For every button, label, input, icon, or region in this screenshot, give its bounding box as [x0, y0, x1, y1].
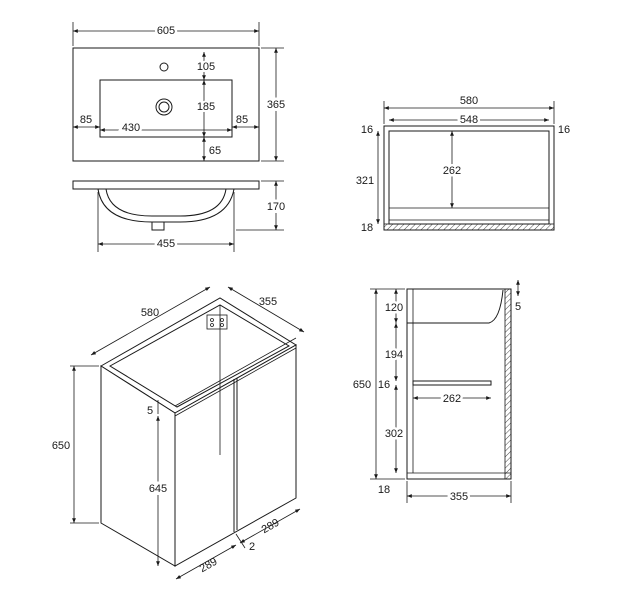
dim-side-total: 650	[353, 379, 371, 391]
dim-side-depth: 355	[450, 491, 468, 503]
dim-top-gap: 5	[515, 301, 521, 313]
dim-lower-space: 302	[385, 428, 403, 440]
dim-line-door-left	[175, 544, 237, 580]
dim-shelf-depth-front: 262	[443, 165, 461, 177]
cabinet-front-section: 580 548 16 16 321 18 262	[356, 95, 570, 234]
top-rail	[174, 337, 297, 407]
bracket-screw	[220, 323, 224, 327]
bracket-screw	[210, 323, 214, 327]
cabinet-isometric: 580 355 650 5 645 289 289 2	[52, 286, 305, 580]
dim-door-gap-top: 5	[147, 405, 153, 417]
dim-basin-width: 605	[157, 25, 175, 37]
dim-top-panel: 120	[385, 302, 403, 314]
basin-bowl-profile	[97, 188, 235, 223]
dim-line-iso-depth	[227, 286, 305, 333]
basin-top-view: 605 365 105 185 65 85 430 85	[72, 22, 288, 162]
basin-outline	[72, 47, 260, 162]
dim-base-front: 18	[361, 222, 373, 234]
dim-line-iso-width	[90, 286, 211, 356]
basin-waste	[151, 221, 165, 231]
dim-side-shelf: 262	[443, 393, 461, 405]
dim-side-left: 16	[361, 124, 373, 136]
dim-outer-width: 580	[460, 95, 478, 107]
dim-bowl-height: 170	[267, 201, 285, 213]
dim-inner-width: 548	[460, 114, 478, 126]
door-gap-leader	[235, 533, 246, 549]
dim-inner-height: 321	[356, 175, 374, 187]
dim-left-margin: 85	[80, 114, 92, 126]
dim-right-margin: 85	[236, 114, 248, 126]
dim-side-right: 16	[558, 124, 570, 136]
dim-iso-width: 580	[141, 307, 159, 319]
dim-bowl-width-side: 455	[157, 238, 175, 250]
dim-bowl-depth: 185	[197, 101, 215, 113]
basin-profile-side	[413, 289, 504, 324]
dim-door-gap: 2	[249, 541, 255, 553]
dim-iso-depth: 355	[259, 296, 277, 308]
dim-upper-space: 194	[385, 349, 403, 361]
door-top-edge	[174, 347, 297, 417]
dim-door-width-right: 289	[260, 517, 282, 536]
bracket-screw	[210, 318, 214, 322]
dim-front-margin: 65	[209, 145, 221, 157]
dim-line-door-right	[239, 508, 301, 544]
basin-bowl-inner	[105, 188, 227, 217]
cabinet-side-section: 650 120 194 16 302 18 5 262 355	[353, 280, 521, 506]
drain-outer	[155, 98, 173, 116]
dim-side-base: 18	[378, 484, 390, 496]
drain-inner	[158, 101, 170, 113]
basin-bowl-outline	[99, 79, 233, 138]
dim-tap-to-bowl: 105	[197, 61, 215, 73]
side-shelf	[412, 380, 492, 386]
dim-basin-depth: 365	[267, 99, 285, 111]
basin-side-view: 170 455	[72, 180, 288, 253]
tap-hole	[159, 62, 169, 72]
side-back-panel	[504, 288, 512, 480]
cabinet-inner	[388, 130, 550, 225]
bracket-screw	[220, 318, 224, 322]
basin-rim	[72, 180, 260, 190]
dim-door-width-left: 289	[198, 556, 220, 575]
dim-iso-height: 650	[52, 440, 70, 452]
dim-bowl-width: 430	[122, 122, 140, 134]
cabinet-base	[383, 223, 555, 231]
cabinet-outer	[383, 125, 555, 231]
dim-shelf-thickness: 16	[378, 379, 390, 391]
dim-door-height: 645	[149, 483, 167, 495]
